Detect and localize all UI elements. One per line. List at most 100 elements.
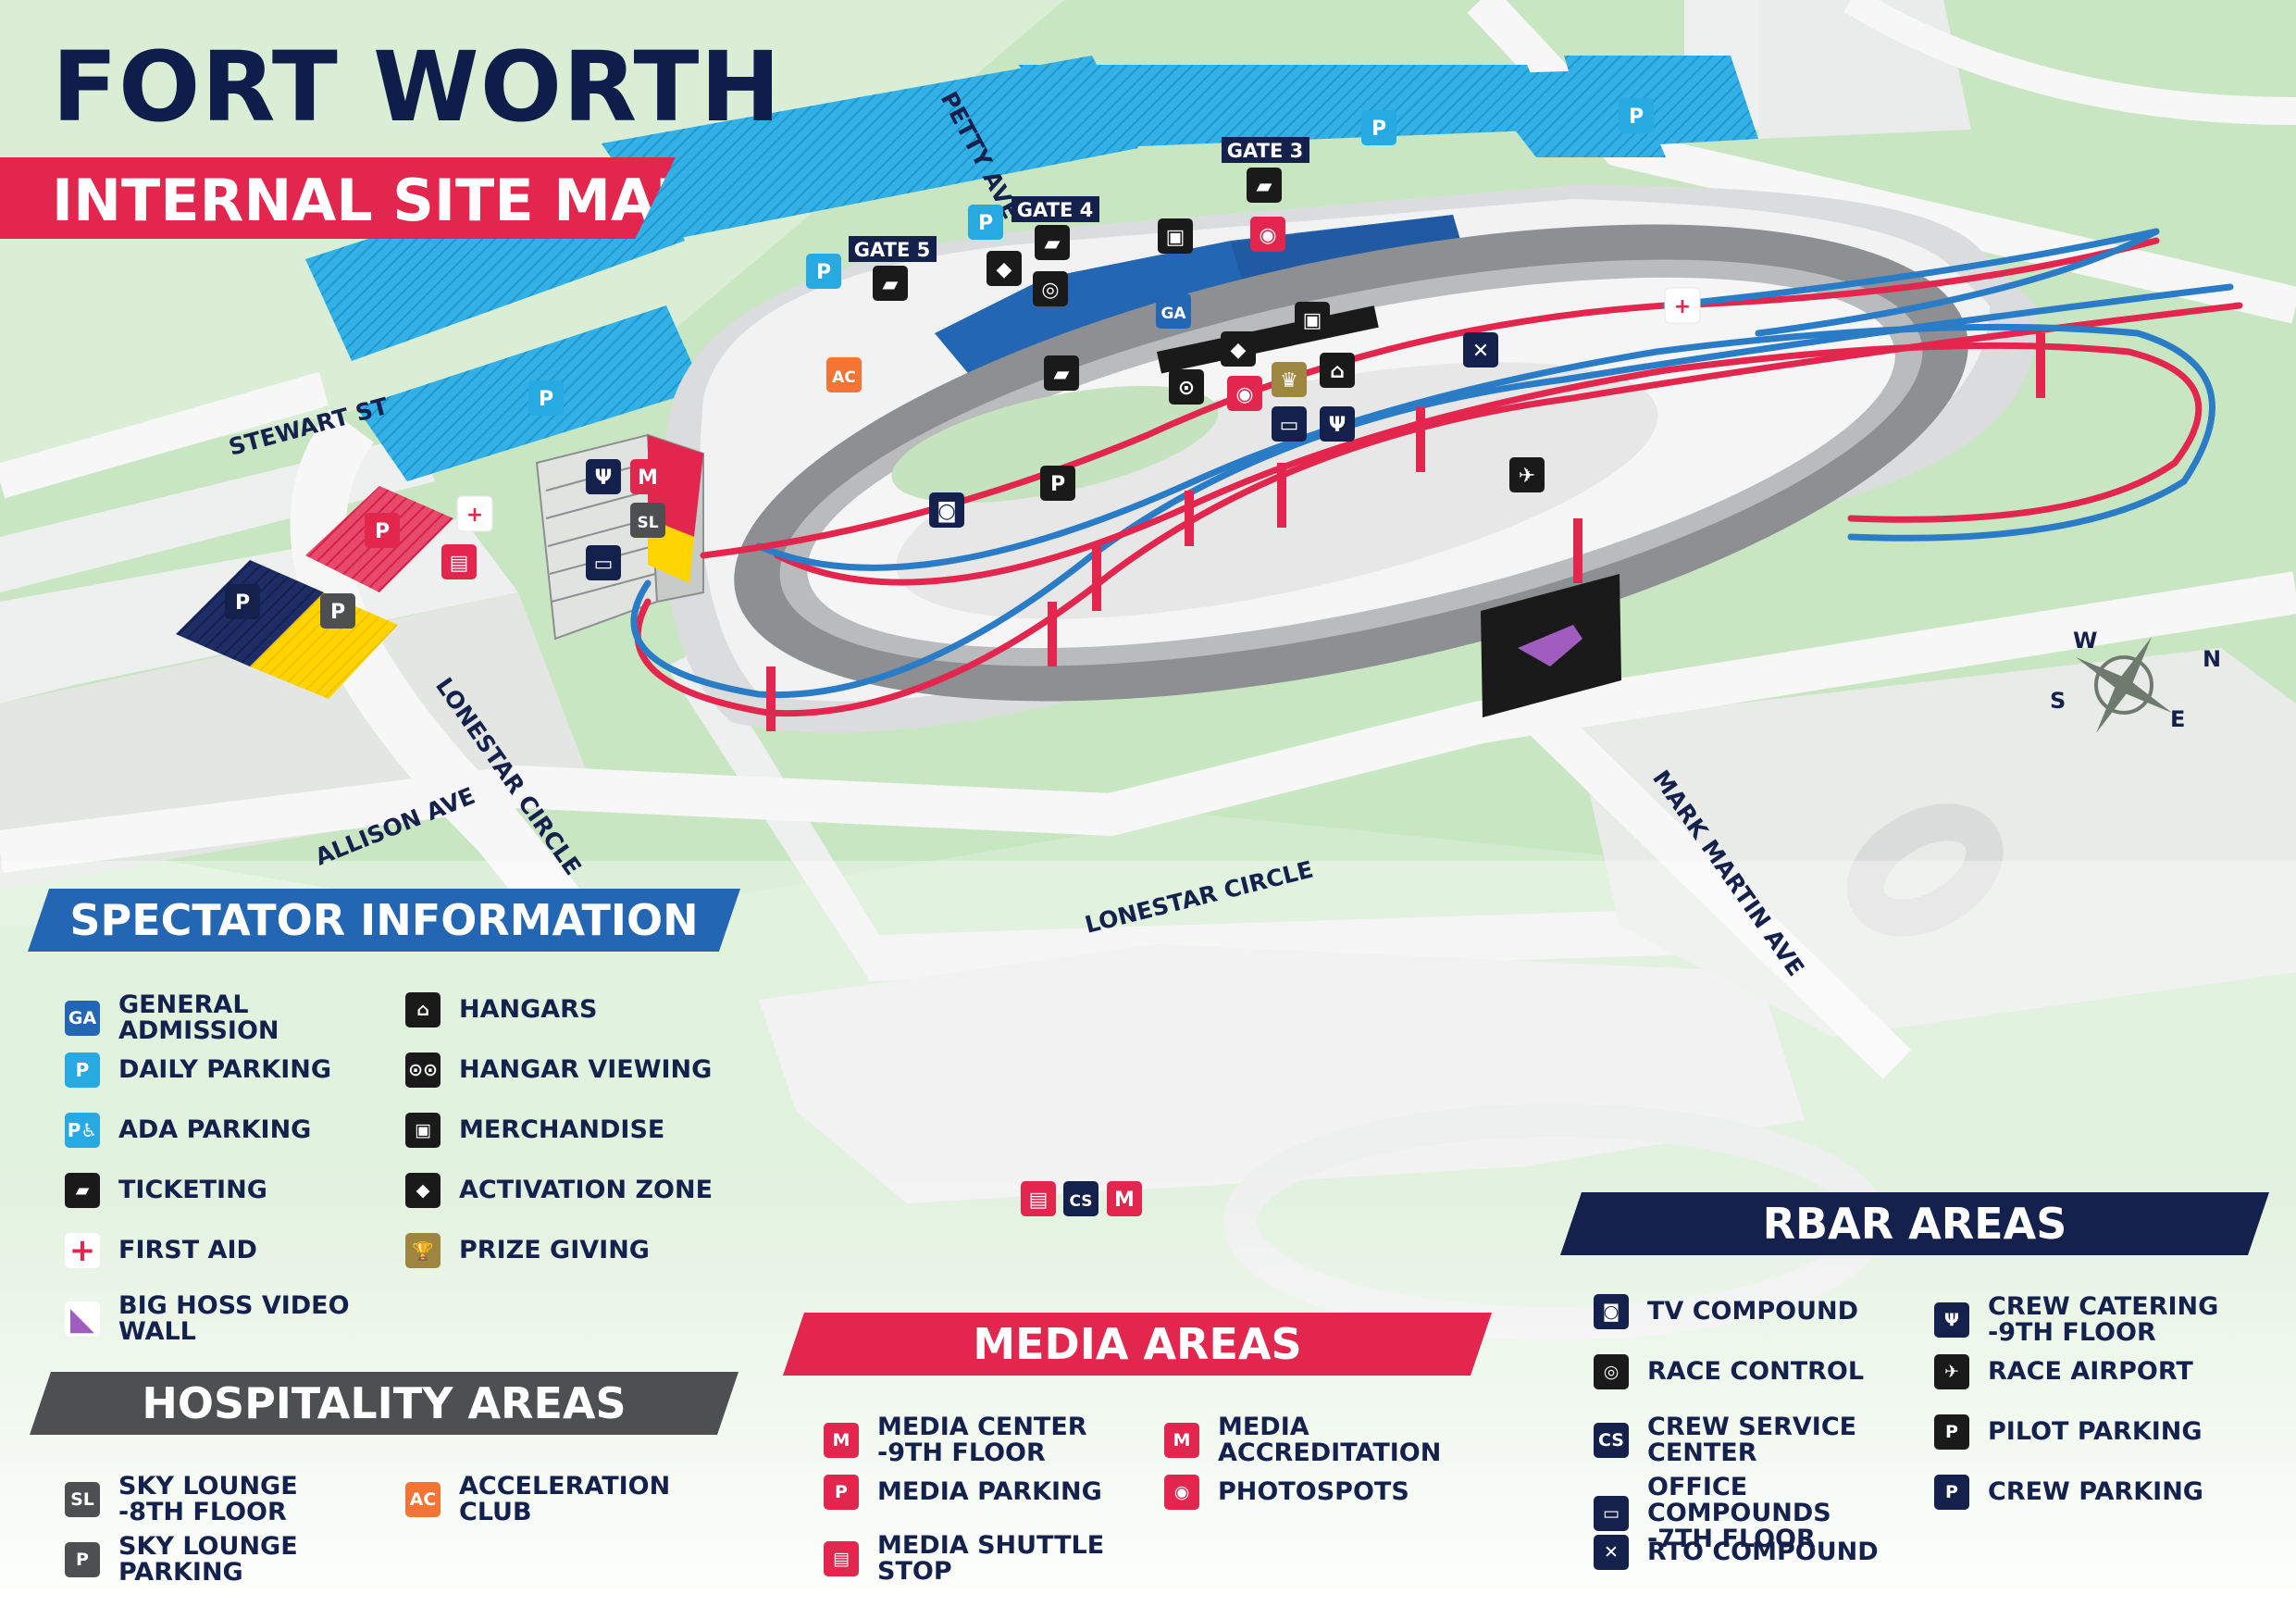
pilot-parking-icon: P	[1040, 466, 1075, 501]
tools-icon: ✕	[1594, 1535, 1629, 1570]
ticket-icon-glyph: ▰	[883, 273, 899, 296]
shopping-bag-icon-glyph: ▣	[1166, 226, 1185, 249]
hangar-icon: ⌂	[1320, 353, 1355, 388]
first-aid-icon-glyph: +	[1674, 295, 1691, 318]
photospot-icon-bg	[1250, 217, 1285, 252]
media-center-icon-bg	[630, 459, 665, 494]
ada-parking-icon: P♿	[65, 1113, 100, 1148]
cutlery-icon-glyph: Ψ	[595, 467, 613, 490]
binoculars-icon: ⊙	[1169, 369, 1204, 405]
media-shuttle-icon: ▤	[441, 544, 477, 579]
media-accreditation-icon-glyph: M	[1114, 1189, 1135, 1212]
activation-zone-icon-bg	[1221, 331, 1256, 367]
pilot-parking-icon: P	[1934, 1414, 1969, 1450]
parking-icon-glyph: P	[1371, 118, 1386, 141]
parking-icon: P	[65, 1052, 100, 1088]
media-center-icon-glyph: M	[638, 467, 658, 490]
legend-item: +FIRST AID	[65, 1232, 407, 1269]
hangar-icon: ⌂	[405, 992, 441, 1027]
media-shuttle-icon-glyph: ▤	[450, 552, 469, 575]
compass-e: E	[2170, 706, 2185, 732]
sky-lounge-icon-glyph: SL	[637, 514, 658, 532]
legend-item: ✈RACE AIRPORT	[1934, 1354, 2277, 1389]
photospot-icon: ◉	[1227, 376, 1262, 411]
sky-lounge-icon-bg	[630, 503, 665, 538]
media-shuttle-icon: ▤	[1021, 1181, 1056, 1216]
tv-camera-icon: ◙	[1594, 1294, 1629, 1329]
media-parking-icon-bg	[365, 513, 400, 548]
tv-camera-icon-bg	[929, 492, 964, 528]
parking-icon-glyph: P	[539, 388, 553, 411]
spectator-heading: SPECTATOR INFORMATION	[28, 889, 740, 952]
legend-item: ▰TICKETING	[65, 1173, 407, 1208]
binoculars-icon-glyph: ⊙	[1178, 377, 1195, 400]
gate-3-label: GATE 3	[1227, 140, 1303, 162]
tools-icon: ✕	[1463, 332, 1498, 367]
monitor-icon: ▭	[586, 545, 621, 580]
tv-camera-icon-glyph: ◙	[937, 500, 956, 523]
ticket-icon-bg	[873, 266, 908, 301]
media-parking-icon-glyph: P	[375, 520, 390, 543]
gate-4-label: GATE 4	[1017, 199, 1093, 221]
monitor-icon-glyph: ▭	[594, 553, 614, 576]
first-aid-icon-glyph: +	[466, 504, 483, 527]
photospot-icon: ◉	[1250, 217, 1285, 252]
compass-rose: W N S E	[2050, 628, 2221, 733]
activation-zone-icon: ◆	[405, 1173, 441, 1208]
race-control-icon-bg	[1033, 271, 1068, 306]
parking-icon: P	[806, 254, 841, 289]
parking-icon: P	[1361, 110, 1396, 145]
shopping-bag-icon: ▣	[1158, 218, 1193, 254]
photospot-icon: ◉	[1164, 1475, 1199, 1510]
activation-zone-icon: ◆	[1221, 331, 1256, 367]
crew-service-icon-bg	[1063, 1181, 1098, 1216]
tools-icon-glyph: ✕	[1472, 340, 1489, 363]
trophy-icon: ♛	[1272, 362, 1307, 397]
crew-parking-icon-glyph: P	[235, 592, 250, 615]
ada-parking-icon: P	[968, 205, 1003, 240]
media-shuttle-icon-glyph: ▤	[1029, 1189, 1049, 1212]
page-subtitle: INTERNAL SITE MAP	[52, 167, 698, 234]
activation-zone-icon-bg	[987, 251, 1022, 286]
parking-icon: P	[528, 380, 564, 416]
legend-item: ✕RTO COMPOUND	[1594, 1535, 1936, 1570]
media-center-icon: M	[630, 459, 665, 494]
media-parking-icon: P	[365, 513, 400, 548]
cutlery-icon-glyph: Ψ	[1329, 414, 1347, 437]
media-heading: MEDIA AREAS	[783, 1313, 1492, 1376]
subtitle-banner: INTERNAL SITE MAP	[0, 157, 676, 239]
shopping-bag-icon: ▣	[1295, 302, 1330, 337]
ada-parking-icon-bg	[968, 205, 1003, 240]
sky-lounge-parking-icon-glyph: P	[330, 601, 345, 624]
shopping-bag-icon-bg	[1295, 302, 1330, 337]
media-center-icon: M	[824, 1423, 859, 1458]
legend-item: P♿ADA PARKING	[65, 1113, 407, 1148]
crew-service-icon-glyph: CS	[1069, 1192, 1092, 1211]
acceleration-club-icon: AC	[826, 357, 862, 392]
media-accreditation-icon: M	[1164, 1423, 1199, 1458]
legend-item: ◆ACTIVATION ZONE	[405, 1173, 748, 1208]
acceleration-club-icon-bg	[826, 357, 862, 392]
sky-lounge-parking-icon-bg	[320, 593, 355, 629]
first-aid-icon-bg	[456, 495, 493, 532]
binoculars-icon-bg	[1169, 369, 1204, 405]
ga-icon-glyph: GA	[1160, 305, 1186, 323]
cutlery-icon: Ψ	[1320, 406, 1355, 442]
media-accreditation-icon: M	[1107, 1181, 1142, 1216]
ticket-icon-glyph: ▰	[1045, 232, 1061, 255]
legend-item: ◉PHOTOSPOTS	[1164, 1475, 1507, 1510]
parking-icon-bg	[806, 254, 841, 289]
tv-camera-icon: ◙	[929, 492, 964, 528]
media-shuttle-icon-bg	[441, 544, 477, 579]
monitor-icon-glyph: ▭	[1280, 414, 1299, 437]
legend-item: ▭OFFICE COMPOUNDS -7TH FLOOR	[1594, 1475, 1936, 1552]
cutlery-icon-bg	[1320, 406, 1355, 442]
shopping-bag-icon-glyph: ▣	[1303, 309, 1322, 332]
